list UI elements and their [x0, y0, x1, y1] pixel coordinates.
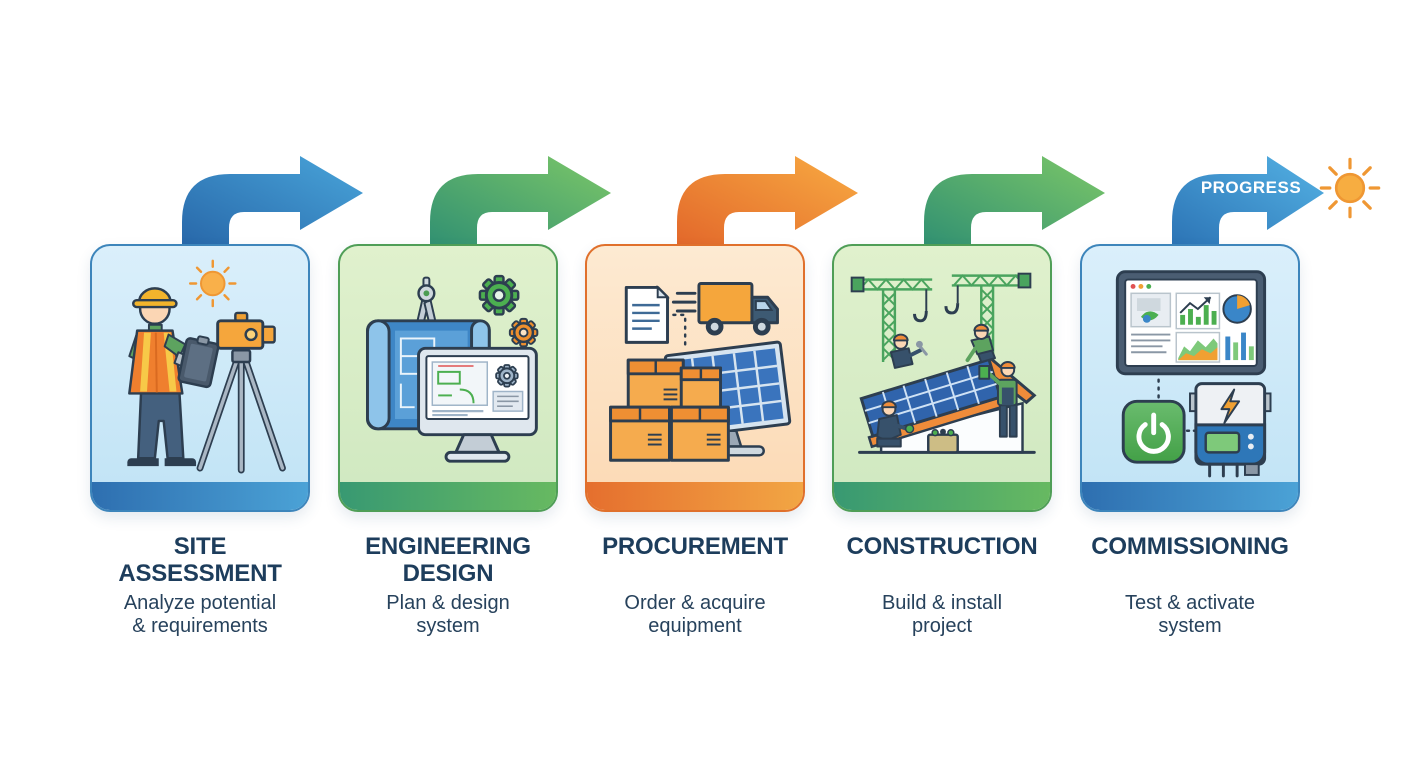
power-button-icon — [1121, 399, 1186, 464]
card-bottom-band — [587, 482, 803, 510]
stage-description-site-assessment: Analyze potential & requirements — [123, 592, 277, 637]
construction-illustration — [850, 272, 1037, 454]
commissioning-illustration — [1115, 270, 1272, 478]
card-bottom-band — [340, 482, 556, 510]
toolbox-icon — [927, 428, 959, 454]
bar-chart-thumbnail-2 — [1225, 332, 1254, 361]
gear-icon-small — [508, 317, 539, 348]
cardboard-boxes-icon — [609, 358, 730, 462]
progress-label: PROGRESS — [1200, 178, 1302, 197]
stage-card-construction — [832, 244, 1052, 512]
pie-chart-thumbnail — [1222, 294, 1252, 324]
dashboard-monitor-icon — [1115, 270, 1267, 376]
stage-description-construction: Build & install project — [881, 592, 1003, 637]
screen-gear-icon — [495, 364, 519, 388]
stage-description-engineering-design: Plan & design system — [386, 592, 510, 637]
stage-description-procurement: Order & acquire equipment — [624, 592, 766, 637]
stage-title-commissioning: COMMISSIONING — [1091, 533, 1289, 560]
crane-icon-left — [850, 276, 933, 363]
lightning-bolt-icon — [1220, 388, 1241, 424]
clipboard-icon — [177, 335, 220, 389]
cad-monitor-icon — [417, 346, 538, 463]
stage-card-commissioning — [1080, 244, 1300, 512]
crane-icon-right — [944, 272, 1032, 363]
card-bottom-band — [834, 482, 1050, 510]
delivery-truck-icon — [671, 282, 779, 336]
flow-arrow-2 — [430, 156, 611, 250]
stage-card-procurement — [585, 244, 805, 512]
small-sun-icon — [188, 259, 237, 308]
document-icon — [624, 285, 670, 344]
stage-title-site-assessment: SITE ASSESSMENT — [118, 533, 282, 587]
bar-chart-thumbnail — [1175, 292, 1221, 330]
inverter-icon — [1189, 382, 1272, 478]
progress-arrow — [1172, 156, 1324, 250]
dotted-connector — [672, 313, 687, 348]
engineering-design-illustration — [366, 274, 539, 463]
flow-arrow-1 — [182, 156, 363, 250]
stage-card-site-assessment — [90, 244, 310, 512]
surveyor-head — [132, 287, 178, 325]
area-chart-thumbnail — [1175, 331, 1221, 363]
stage-title-construction: CONSTRUCTION — [846, 533, 1038, 560]
flow-arrow-4 — [924, 156, 1105, 250]
worker-standing — [978, 361, 1018, 438]
worker-on-panel — [889, 333, 928, 369]
card-bottom-band — [1082, 482, 1298, 510]
procurement-illustration — [609, 282, 792, 462]
flow-arrow-3 — [677, 156, 858, 250]
stage-description-commissioning: Test & activate system — [1124, 592, 1256, 637]
gear-icon-large — [478, 274, 520, 316]
sun-icon — [1319, 157, 1381, 219]
site-assessment-illustration — [127, 259, 286, 474]
card-bottom-band — [92, 482, 308, 510]
stage-card-engineering-design — [338, 244, 558, 512]
worker-at-ridge — [965, 323, 996, 364]
stage-title-engineering-design: ENGINEERING DESIGN — [365, 533, 531, 587]
stage-title-procurement: PROCUREMENT — [602, 533, 788, 560]
tripod-theodolite-icon — [196, 311, 286, 474]
worker-kneeling — [876, 400, 915, 448]
